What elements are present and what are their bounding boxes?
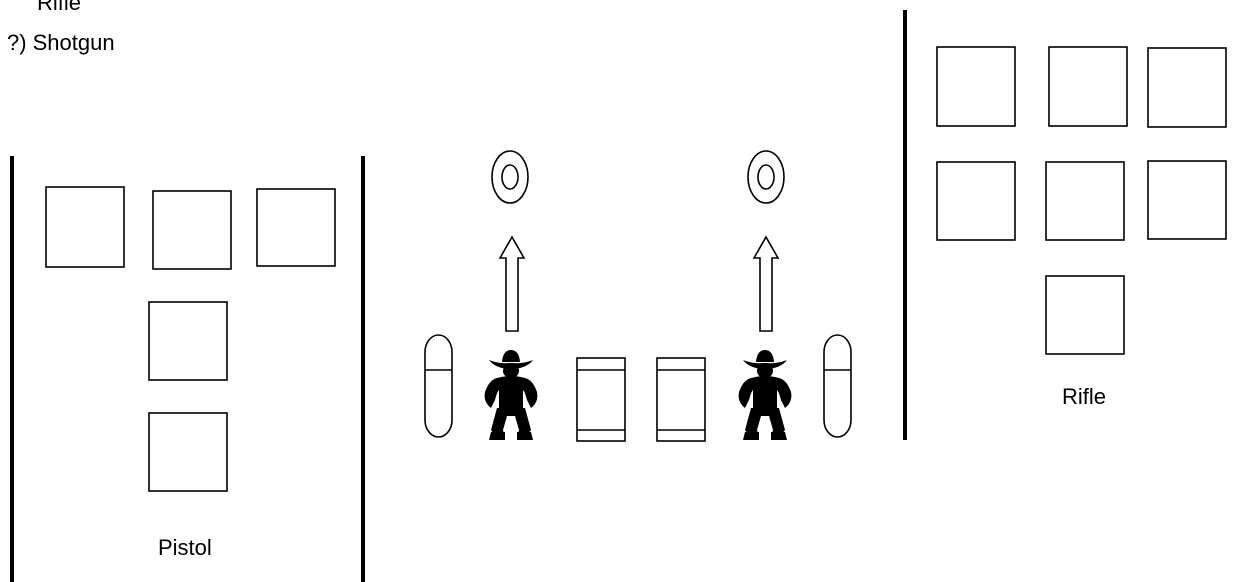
up-arrow-icon [498,235,526,332]
rifle-target-5 [1045,161,1125,241]
rifle-target-4 [936,161,1016,241]
header-line-rifle: Rifle [37,0,82,15]
round-target-icon [491,150,529,204]
rifle-label: Rifle [1062,384,1107,409]
shooter-silhouette-icon [484,350,538,440]
up-arrow-icon [752,235,780,332]
barrel-icon [823,334,852,438]
pistol-target-2 [152,190,232,270]
rifle-target-7 [1045,275,1125,355]
rifle-target-2 [1048,46,1128,127]
rifle-target-6 [1147,160,1227,240]
round-target-icon [747,150,785,204]
rifle-target-1 [936,46,1016,127]
table-icon [656,357,706,442]
pistol-target-5 [148,412,228,492]
header-line-shotgun: + ?) Shotgun [0,30,115,55]
shooter-silhouette-icon [738,350,792,440]
table-icon [576,357,626,442]
pistol-target-3 [256,188,336,267]
barrel-icon [424,334,453,438]
pistol-target-4 [148,301,228,381]
pistol-label: Pistol [158,535,212,560]
pistol-target-1 [45,186,125,268]
rifle-target-3 [1147,47,1227,128]
